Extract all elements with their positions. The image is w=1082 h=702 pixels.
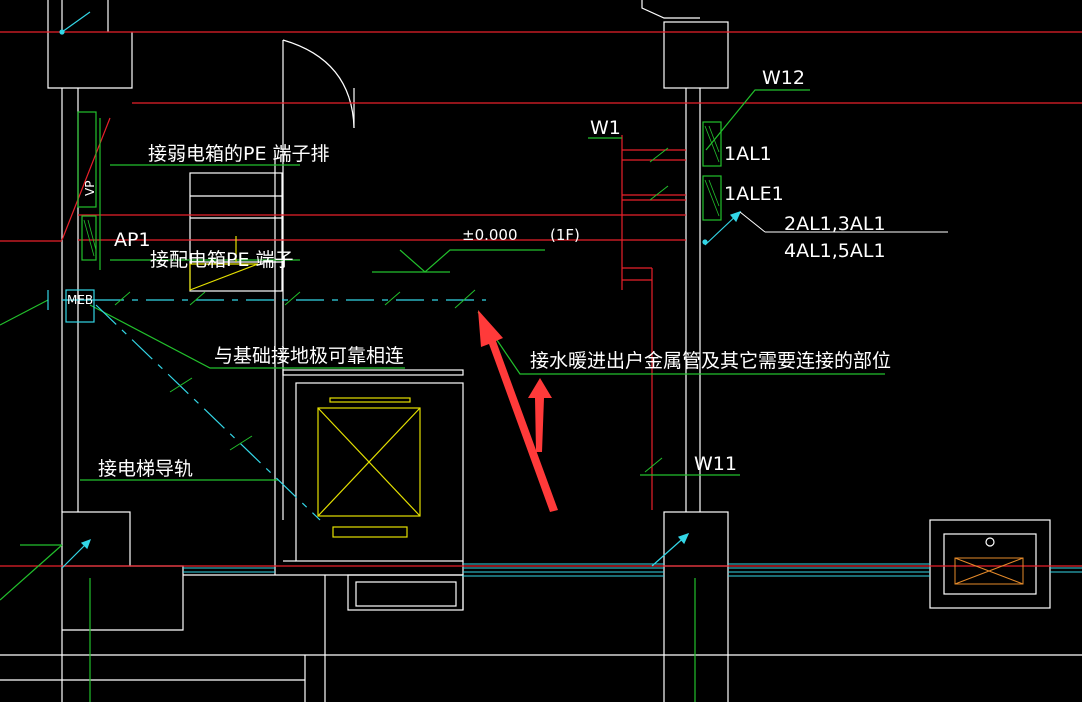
label-foundation: 与基础接地极可靠相连	[214, 345, 404, 367]
label-elevator-rail: 接电梯导轨	[98, 458, 193, 480]
label-floor: (1F)	[550, 226, 580, 244]
label-water-heat: 接水暖进出户金属管及其它需要连接的部位	[530, 350, 891, 372]
earth-ticks	[114, 147, 669, 473]
label-meb: MEB	[67, 293, 93, 307]
window-wall-lines	[183, 563, 1082, 577]
label-dist-box-pe: 接配电箱PE 端子	[150, 249, 294, 271]
annotation-arrow-1	[478, 310, 558, 512]
panel-hatching	[83, 125, 720, 257]
label-level: ±0.000	[462, 226, 518, 244]
label-vp: VP	[83, 181, 97, 196]
label-w11: W11	[694, 453, 737, 475]
label-w12: W12	[762, 67, 805, 89]
annotation-arrow-2	[528, 378, 552, 452]
panel-boxes	[77, 111, 722, 261]
cyan-arrows	[59, 11, 742, 569]
equipment-symbol	[954, 557, 1024, 585]
red-wiring	[0, 31, 1082, 567]
dist-leader	[739, 211, 948, 233]
earthing-conductor	[47, 289, 486, 521]
label-weak-box-pe: 接弱电箱的PE 端子排	[148, 143, 330, 165]
label-1ale1: 1ALE1	[724, 183, 784, 205]
label-ap1: AP1	[114, 229, 151, 251]
label-1al1: 1AL1	[724, 143, 772, 165]
elevator-car	[189, 236, 421, 538]
label-dist-line2: 4AL1,5AL1	[784, 240, 886, 262]
label-w1: W1	[590, 117, 621, 139]
label-dist-line1: 2AL1,3AL1	[784, 213, 886, 235]
